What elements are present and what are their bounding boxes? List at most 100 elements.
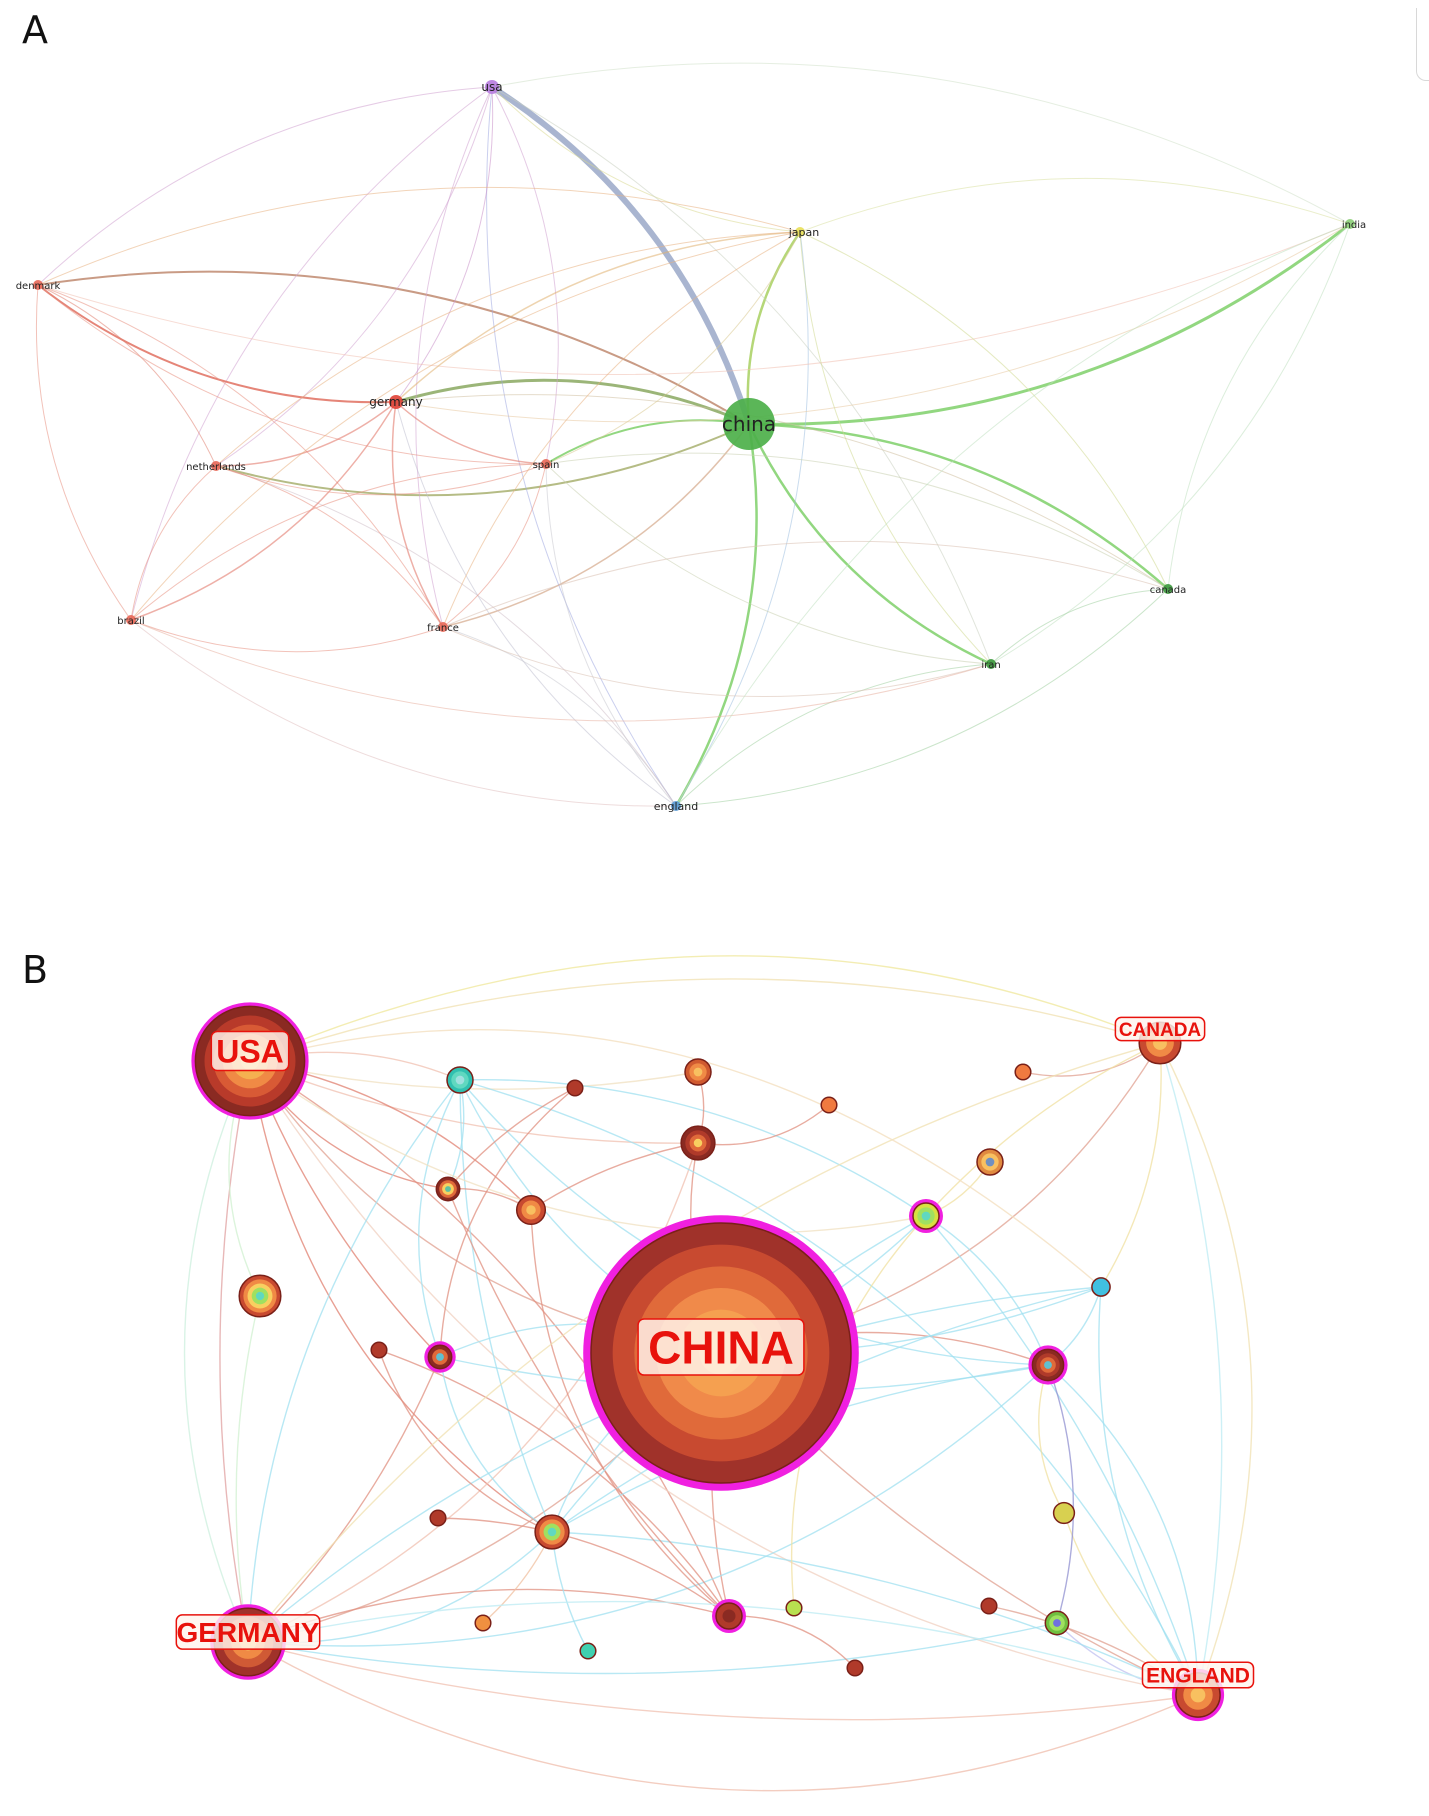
node-netherlands	[211, 461, 221, 471]
link-denmark-brazil	[35, 284, 132, 621]
node-usa	[485, 80, 499, 94]
label-usa-text: USA	[216, 1034, 284, 1070]
links-layer-a	[35, 62, 1351, 807]
link-n13-n20	[378, 1349, 730, 1617]
link-n17-n20	[437, 1517, 730, 1617]
label-canada: canada	[1150, 585, 1187, 596]
link-usa-canada	[249, 978, 1161, 1062]
label-france: france	[427, 623, 459, 634]
link-china-canada	[748, 422, 1169, 590]
link-china-germany	[395, 378, 750, 426]
link-china-england	[674, 423, 758, 807]
link-canada-n12	[1100, 1042, 1162, 1288]
link-brazil-iran	[130, 619, 992, 722]
link-england-n1	[459, 1079, 1199, 1696]
link-n6-n9	[530, 1142, 699, 1211]
link-china-iran	[747, 423, 992, 666]
node-n12-band-0	[1091, 1277, 1111, 1297]
link-n2-n8	[447, 1087, 576, 1190]
node-n14	[424, 1341, 456, 1373]
label-canada-text: CANADA	[1119, 1020, 1202, 1041]
node-n16	[1052, 1501, 1076, 1525]
link-england-canada	[1159, 1042, 1253, 1696]
node-india	[1345, 219, 1355, 229]
node-n17-band-0	[429, 1509, 447, 1527]
link-denmark-india	[37, 223, 1351, 376]
link-china-france	[442, 423, 750, 628]
link-denmark-spain	[37, 284, 547, 465]
link-usa-n18	[249, 1060, 553, 1533]
link-spain-japan	[545, 231, 801, 465]
node-n9	[515, 1194, 547, 1226]
link-germany-brazil	[130, 401, 397, 621]
label-spain: spain	[533, 460, 560, 471]
node-n3-band-2	[693, 1067, 703, 1077]
link-n2-n14	[439, 1087, 576, 1358]
link-germany-n1	[247, 1079, 461, 1643]
link-germany-england	[247, 1641, 1199, 1721]
label-germany-text: GERMANY	[176, 1617, 319, 1648]
node-n16-band-0	[1052, 1501, 1076, 1525]
link-england-n15	[1047, 1364, 1199, 1696]
node-denmark	[33, 280, 43, 290]
link-denmark-netherlands	[37, 284, 217, 467]
node-n2	[566, 1079, 584, 1097]
link-england-canada	[675, 588, 1169, 807]
node-n1	[446, 1066, 474, 1094]
link-netherlands-brazil	[130, 465, 217, 621]
link-germany-n14	[247, 1356, 441, 1643]
label-canada-box	[1114, 1016, 1206, 1042]
node-japan	[795, 227, 805, 237]
node-n8	[435, 1176, 461, 1202]
node-france	[438, 622, 448, 632]
link-n15-n16	[1038, 1364, 1065, 1514]
link-usa-japan	[491, 86, 801, 233]
label-usa: usa	[481, 80, 502, 94]
link-brazil-spain	[130, 463, 547, 621]
outer-arc-1	[247, 1641, 1199, 1792]
outer-arc-4	[249, 1029, 1102, 1288]
outer-arc-2	[183, 1060, 251, 1643]
node-n23-band-0	[980, 1597, 998, 1615]
node-n19	[474, 1614, 492, 1632]
link-spain-canada	[545, 452, 1169, 590]
link-india-canada	[1167, 223, 1351, 590]
link-usa-germany	[395, 86, 494, 403]
link-china-spain	[545, 419, 750, 465]
link-n9-n20	[530, 1209, 730, 1617]
link-usa-spain	[491, 86, 559, 465]
link-n8-n20	[447, 1188, 730, 1617]
link-usa-iran	[491, 86, 992, 665]
label-canada: CANADA	[1114, 1016, 1206, 1042]
node-iran	[986, 659, 996, 669]
label-denmark: denmark	[16, 281, 61, 292]
link-france-spain	[442, 463, 547, 628]
node-n10-band-2	[921, 1211, 931, 1221]
link-n11-germany	[235, 1295, 261, 1643]
link-japan-india	[799, 178, 1351, 233]
node-n13-band-0	[370, 1341, 388, 1359]
node-china	[723, 398, 775, 450]
link-germany-canada	[395, 394, 1169, 590]
node-n18	[534, 1514, 570, 1550]
node-n20-band-1	[722, 1609, 736, 1623]
link-usa-netherlands	[215, 86, 493, 467]
link-netherlands-japan	[215, 231, 801, 467]
link-germany-netherlands	[215, 401, 397, 467]
link-usa-n10	[249, 1060, 927, 1234]
label-india: india	[1342, 220, 1366, 231]
node-n19-band-0	[474, 1614, 492, 1632]
link-germany-n25	[247, 1622, 1058, 1675]
node-england-band-2	[1190, 1687, 1206, 1703]
node-n18-band-3	[547, 1527, 557, 1537]
link-n10-n15	[925, 1215, 1049, 1366]
node-n11-band-4	[255, 1291, 265, 1301]
node-n22	[579, 1642, 597, 1660]
node-n5	[1014, 1063, 1032, 1081]
node-n23	[980, 1597, 998, 1615]
link-usa-china	[490, 84, 752, 425]
label-usa-box	[210, 1030, 290, 1072]
label-china-text: CHINA	[648, 1322, 794, 1374]
node-n8-band-3	[445, 1186, 451, 1192]
